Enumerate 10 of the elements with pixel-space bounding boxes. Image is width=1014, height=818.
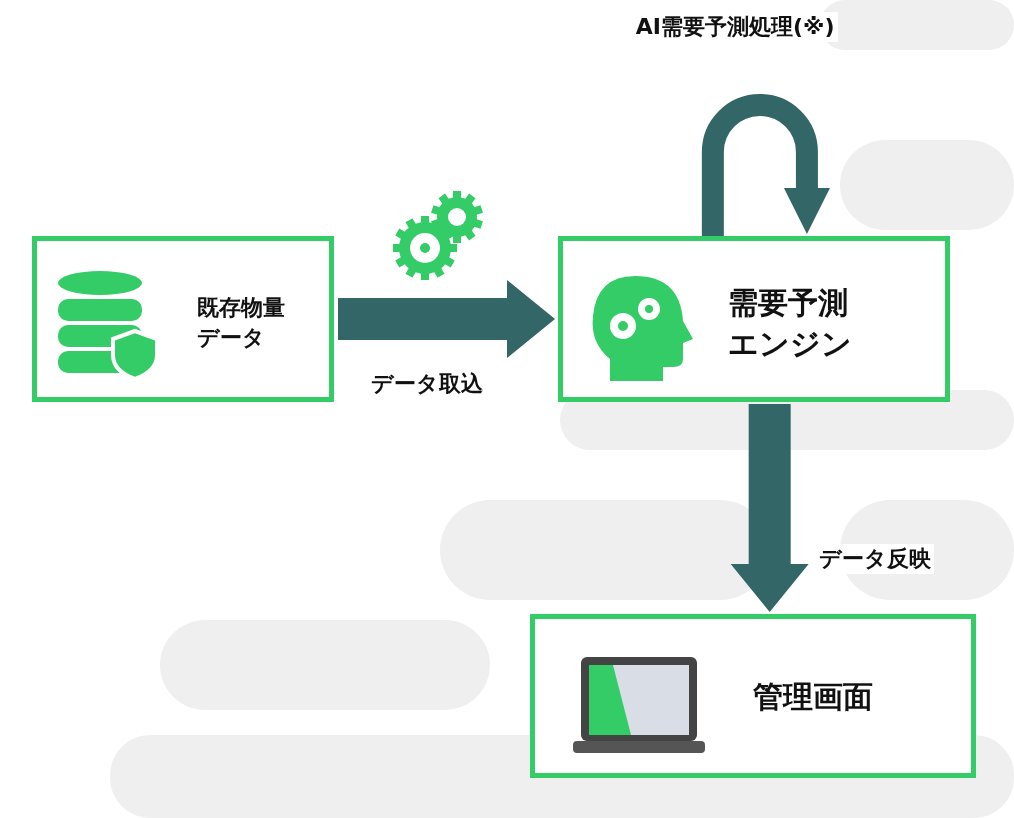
- process-box: [32, 236, 334, 402]
- arrow: [338, 280, 555, 358]
- process-box: [530, 614, 976, 778]
- node-text: 需要予測エンジン: [728, 284, 853, 363]
- node-text: 既存物量データ: [197, 294, 286, 352]
- edge-label: AI需要予測処理(※): [632, 12, 838, 42]
- node-text: 管理画面: [753, 678, 874, 716]
- arrow: [730, 404, 809, 612]
- process-box: [558, 236, 950, 402]
- arrow: [701, 94, 830, 236]
